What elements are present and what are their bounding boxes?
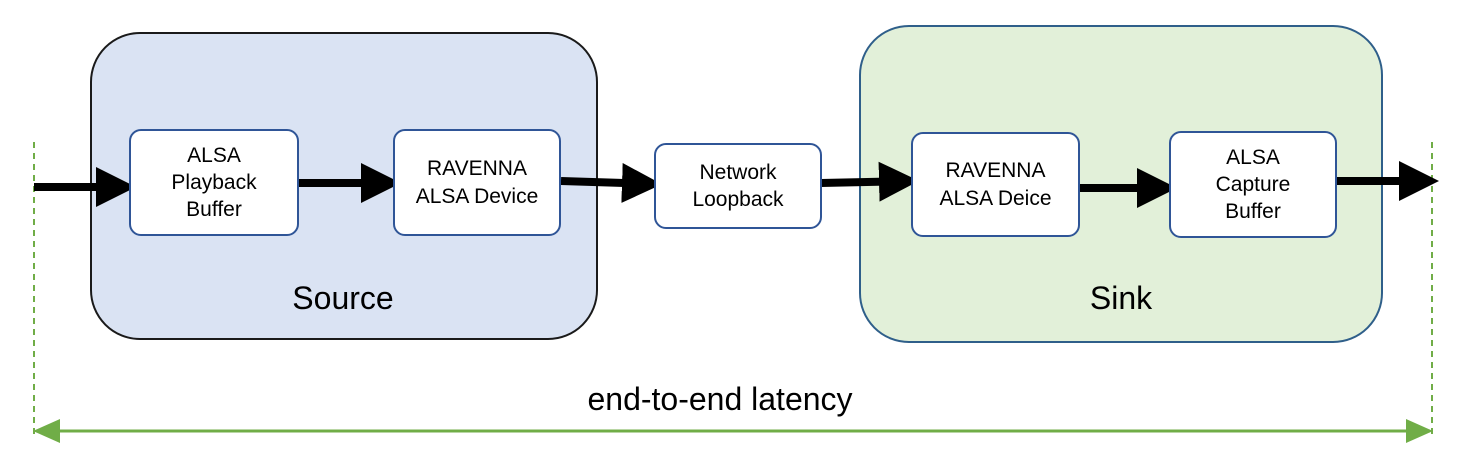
alsa-capture-buffer-block: ALSA Capture Buffer (1169, 131, 1337, 238)
block-line: Network (699, 160, 777, 184)
block-line: Playback (171, 170, 257, 194)
alsa-playback-buffer-block: ALSA Playback Buffer (129, 129, 299, 236)
block-line: RAVENNA (427, 157, 527, 181)
block-line: Buffer (1225, 200, 1281, 224)
block-line: Loopback (692, 188, 784, 211)
ravenna-alsa-device-sink-block: RAVENNA ALSA Deice (911, 132, 1080, 237)
block-line: ALSA Deice (939, 186, 1052, 210)
block-line: ALSA Device (415, 184, 539, 208)
block-line: ALSA (187, 143, 241, 167)
block-line: Buffer (186, 198, 242, 222)
source-label: Source (292, 280, 394, 316)
latency-label: end-to-end latency (587, 381, 853, 417)
block-line: Capture (1215, 172, 1291, 196)
network-loopback-block: Network Loopback (654, 143, 822, 229)
sink-label: Sink (1089, 280, 1153, 316)
block-line: ALSA (1226, 145, 1280, 169)
arrow-network-to-ravenna-sink (820, 161, 919, 202)
arrow-ravenna-to-network (560, 162, 662, 203)
ravenna-alsa-device-source-block: RAVENNA ALSA Device (393, 129, 561, 236)
block-line: RAVENNA (945, 159, 1046, 183)
